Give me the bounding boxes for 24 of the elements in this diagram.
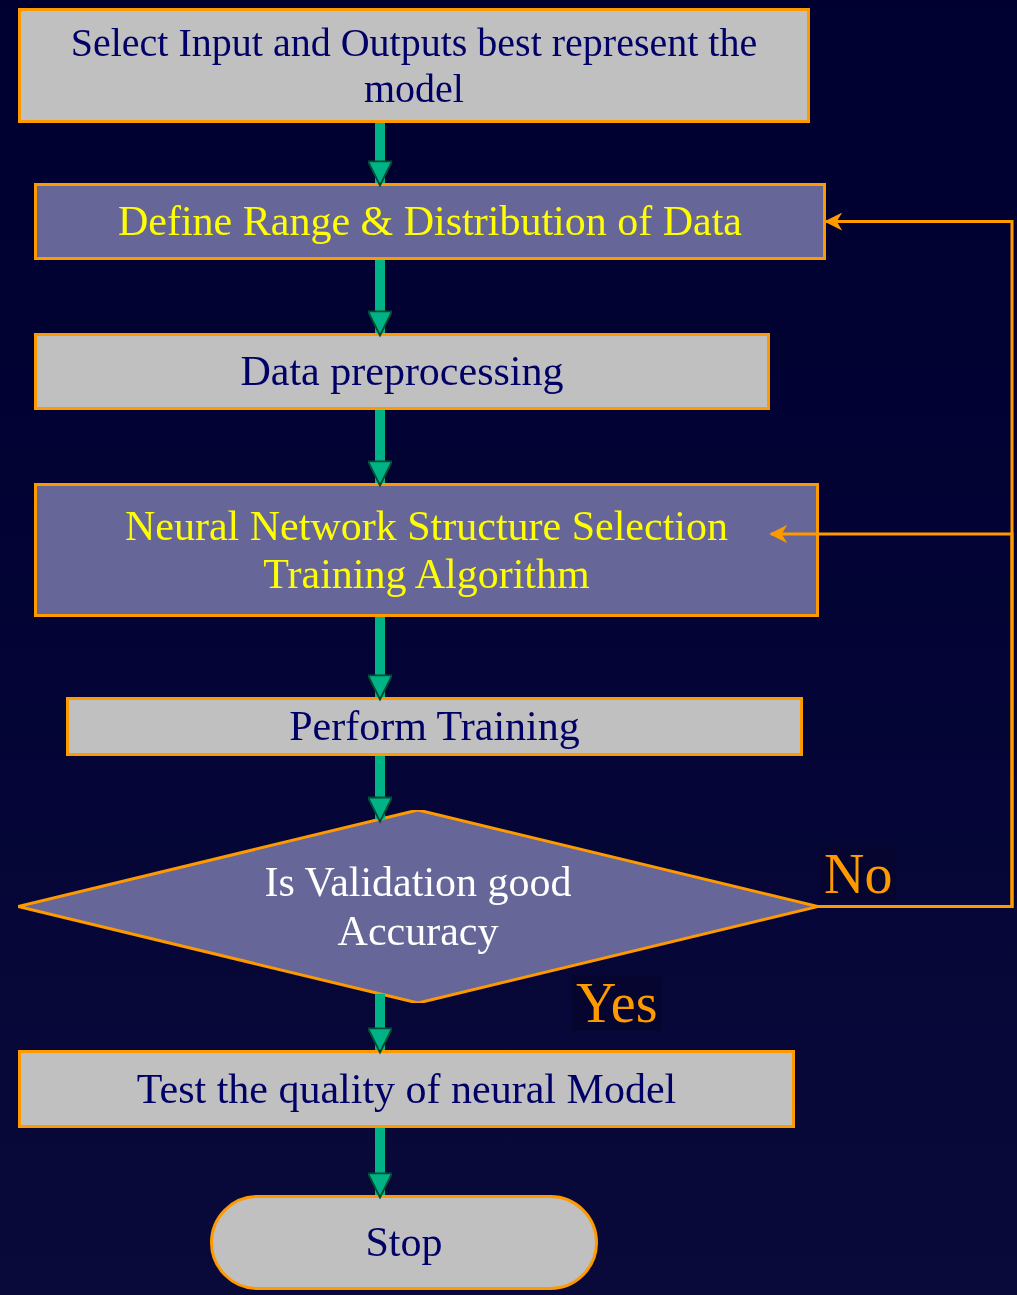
- edge-label: Yes: [572, 975, 662, 1031]
- process-box: [18, 1050, 795, 1128]
- node-text: Test the quality of neural Model: [136, 1064, 677, 1114]
- node-text: Perform Training: [289, 702, 580, 751]
- edge-label: No: [820, 846, 897, 902]
- arrow: [367, 260, 393, 337]
- process-box: [34, 333, 770, 410]
- process-box: [18, 8, 810, 123]
- node-text: Neural Network Structure Selection Training Algorithm: [124, 501, 729, 599]
- node-text: Select Input and Outputs best represent the model: [69, 19, 759, 112]
- node-text: Is Validation good Accuracy: [263, 858, 573, 955]
- node-text: Stop: [365, 1218, 443, 1267]
- arrow: [367, 993, 393, 1054]
- arrow: [769, 525, 1014, 908]
- arrow: [367, 1128, 393, 1199]
- node-text: Define Range & Distribution of Data: [118, 197, 742, 246]
- process-box: [66, 697, 803, 756]
- process-box: [34, 183, 826, 260]
- arrow: [367, 617, 393, 701]
- process-box: [34, 483, 819, 617]
- arrow: [367, 756, 393, 823]
- node-text: Data preprocessing: [240, 347, 564, 396]
- arrow: [367, 410, 393, 487]
- arrow: [367, 123, 393, 187]
